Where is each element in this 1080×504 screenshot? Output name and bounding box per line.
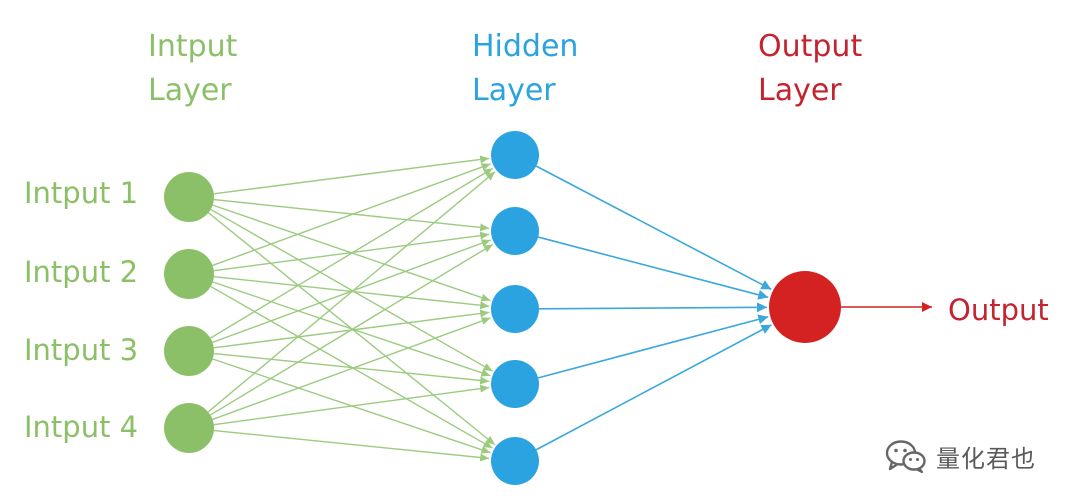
edge-input-3-hidden-1	[210, 167, 494, 339]
edge-input-3-hidden-4	[213, 352, 490, 385]
edge-hidden-3-output	[538, 302, 768, 313]
hidden-layer-title-line2: Layer	[472, 73, 556, 108]
edge-input-1-hidden-1	[213, 155, 490, 195]
edge-hidden-4-output	[537, 314, 769, 379]
edge-input-4-hidden-2	[210, 243, 494, 416]
input-node-label-4: Intput 4	[24, 410, 138, 444]
output-node	[769, 271, 841, 343]
edge-input-1-hidden-4	[210, 208, 493, 372]
hidden-node-2	[491, 207, 539, 255]
input-layer-title-line1: Intput	[148, 29, 238, 64]
input-node-label-2: Intput 2	[24, 255, 138, 289]
input-node-label-1: Intput 1	[24, 176, 138, 210]
input-hidden-connections	[207, 155, 496, 462]
edge-hidden-2-output	[538, 236, 769, 300]
edge-input-2-hidden-1	[212, 163, 491, 267]
edge-hidden-1-output	[535, 165, 772, 291]
hidden-node-3	[491, 285, 539, 333]
hidden-node-5	[491, 437, 539, 485]
edge-input-4-hidden-5	[213, 429, 490, 462]
output-label: Output	[948, 293, 1049, 327]
hidden-output-connections	[535, 165, 772, 451]
output-layer-title-line2: Layer	[758, 73, 842, 108]
input-node-4	[164, 403, 214, 453]
hidden-layer-title-line1: Hidden	[472, 29, 578, 64]
wechat-icon	[885, 440, 926, 474]
input-node-label-3: Intput 3	[24, 333, 138, 367]
input-node-2	[164, 249, 214, 299]
edge-hidden-5-output	[535, 324, 772, 451]
edge-input-2-hidden-4	[212, 281, 491, 377]
input-node-3	[164, 326, 214, 376]
input-layer-title-line2: Layer	[148, 73, 232, 108]
edge-input-4-hidden-4	[213, 384, 490, 426]
input-node-1	[164, 172, 214, 222]
watermark-text: 量化君也	[936, 444, 1036, 473]
edge-input-4-hidden-3	[212, 317, 491, 421]
edge-input-4-hidden-1	[207, 171, 496, 413]
output-layer-title-line1: Output	[758, 29, 862, 64]
watermark: 量化君也	[884, 438, 1036, 474]
hidden-node-4	[491, 360, 539, 408]
network-nodes	[164, 131, 841, 485]
hidden-node-1	[491, 131, 539, 179]
